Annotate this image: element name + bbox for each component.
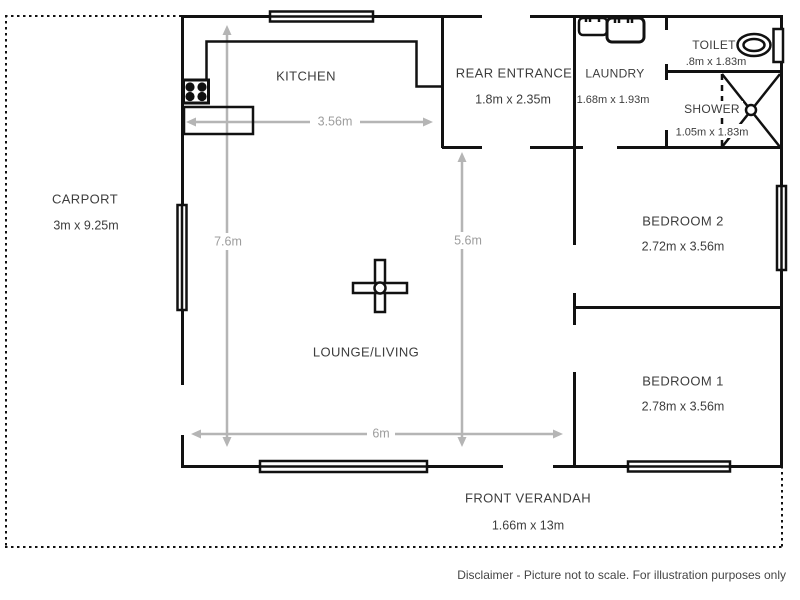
laundry-size: 1.68m x 1.93m [577, 94, 650, 106]
front-verandah-label: FRONT VERANDAH [465, 491, 591, 506]
arrowhead-left-icon [186, 117, 196, 127]
arrowhead-up-icon [222, 25, 232, 35]
bedroom1-label: BEDROOM 1 [642, 374, 724, 389]
toilet-icon [736, 27, 785, 64]
living-depth-label: 7.6m [214, 235, 242, 249]
toilet-size: .8m x 1.83m [686, 56, 747, 68]
arrowhead-right-icon [553, 429, 563, 439]
dimension-labels: 3.56m 7.6m 5.6m 6m [207, 113, 489, 442]
bedroom1-size: 2.78m x 3.56m [642, 400, 725, 414]
rear-entrance-size: 1.8m x 2.35m [475, 93, 551, 107]
toilet-label: TOILET [692, 38, 736, 52]
carport-size: 3m x 9.25m [53, 219, 118, 233]
kitchen-width-label: 3.56m [318, 115, 353, 129]
arrowhead-down-icon [222, 437, 232, 447]
kitchen-bench-outline [205, 40, 442, 88]
stove-icon [182, 78, 210, 105]
dryer-icon [605, 16, 646, 44]
boundary-dotted-outline [5, 15, 783, 548]
lounge-label: LOUNGE/LIVING [313, 345, 419, 360]
windows [176, 10, 788, 474]
bedroom2-size: 2.72m x 3.56m [642, 240, 725, 254]
room-labels: CARPORT 3m x 9.25m KITCHEN REAR ENTRANCE… [52, 38, 750, 533]
disclaimer-text: Disclaimer - Picture not to scale. For i… [457, 568, 786, 582]
hall-depth-label: 5.6m [454, 234, 482, 248]
interior-walls [441, 16, 781, 466]
kitchen-bench-lower [182, 105, 255, 136]
carport-label: CARPORT [52, 192, 118, 207]
shower-label: SHOWER [684, 102, 740, 116]
laundry-label: LAUNDRY [585, 67, 644, 81]
arrowhead-left-icon [191, 429, 201, 439]
rear-entrance-label: REAR ENTRANCE [456, 66, 572, 81]
ceiling-fan-icon [351, 258, 409, 314]
arrowhead-up-icon [457, 152, 467, 162]
washer-icon [577, 16, 609, 37]
arrowhead-right-icon [423, 117, 433, 127]
front-verandah-size: 1.66m x 13m [492, 519, 564, 533]
shower-size: 1.05m x 1.83m [676, 127, 749, 139]
bedroom2-label: BEDROOM 2 [642, 214, 724, 229]
arrowhead-down-icon [457, 437, 467, 447]
living-width-label: 6m [372, 427, 389, 441]
kitchen-label: KITCHEN [276, 69, 336, 84]
